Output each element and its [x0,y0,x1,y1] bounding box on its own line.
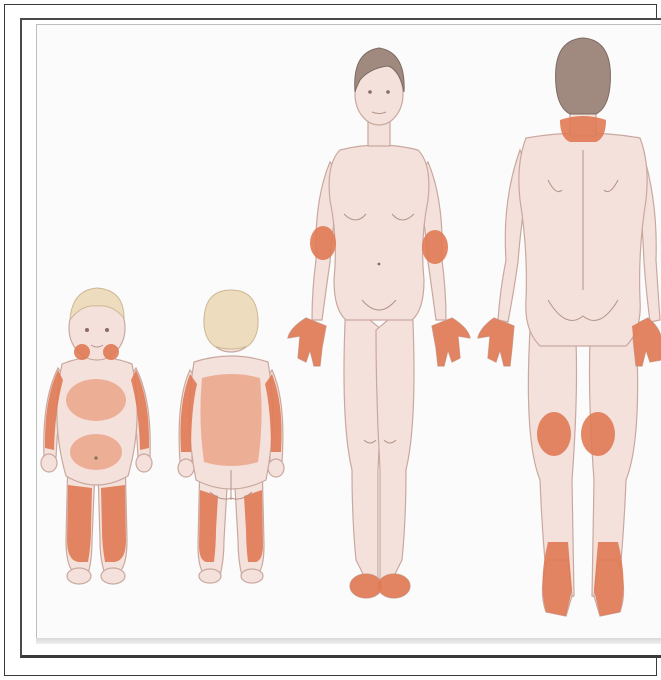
rash-leg-right [101,485,126,562]
rash-hand-left [288,318,326,366]
rash-back-hand-right [632,318,661,366]
rash-leg-left [67,485,92,562]
rash-foot-right [378,574,410,598]
rash-knee-back-right [581,412,615,456]
rash-hand-right [432,318,470,366]
rash-foot-back-left [542,542,572,616]
rash-elbow-right [422,230,448,264]
rash-cheek-left [74,344,90,360]
rash-back-hand-left [478,318,514,366]
infant-front-figure [41,288,152,584]
rash-abdomen [70,434,122,470]
rash-knee-back-left [537,412,571,456]
adult-back-figure [478,38,661,616]
rash-back [200,374,261,466]
rash-foot-left [350,574,382,598]
infant-back-figure [178,290,284,583]
rash-foot-back-right [594,542,624,616]
rash-chest [66,379,126,421]
adult-front-figure [288,48,470,598]
rash-neck-back [560,116,606,142]
rash-cheek-right [103,344,119,360]
rash-elbow-left [310,226,336,260]
